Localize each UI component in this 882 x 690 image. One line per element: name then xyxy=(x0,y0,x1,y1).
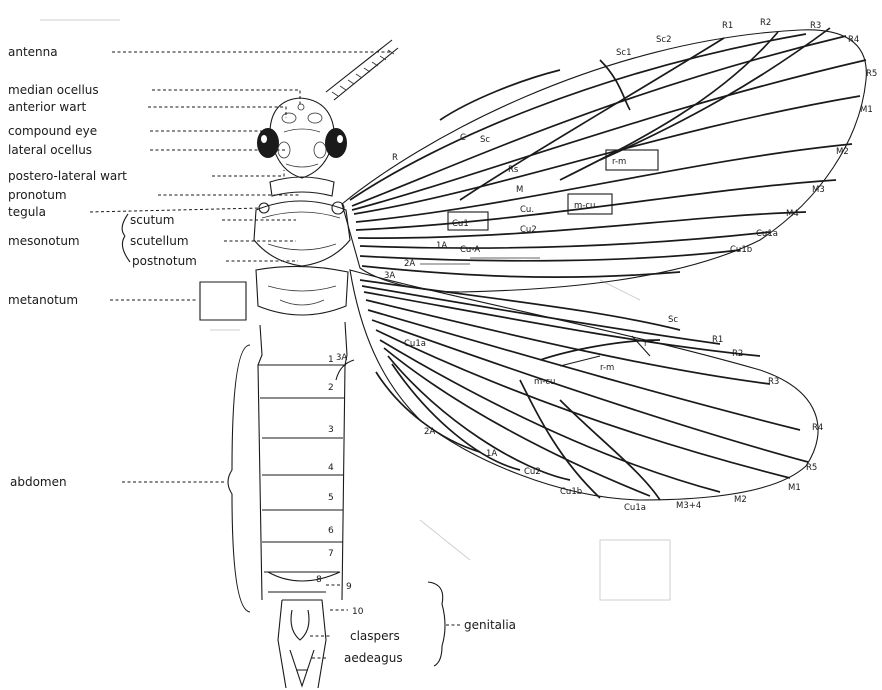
vein-label: R3 xyxy=(810,21,821,31)
vein-label: 1A xyxy=(486,449,497,459)
vein-label: M3+4 xyxy=(676,501,701,511)
vein-label: R2 xyxy=(760,18,771,28)
segment-number: 2 xyxy=(328,383,334,393)
segment-number: 7 xyxy=(328,549,334,559)
vein-label: Cu2 xyxy=(524,467,541,477)
vein-label: Cu1b xyxy=(730,245,752,255)
label-segment-9: 9 xyxy=(346,582,352,592)
forewing xyxy=(342,28,866,292)
vein-label: m-cu xyxy=(574,201,595,211)
segment-number: 5 xyxy=(328,493,334,503)
compound-eye-right xyxy=(325,128,347,158)
vein-label: Cu1 xyxy=(452,219,469,229)
vein-label: R1 xyxy=(722,21,733,31)
vein-label: M4 xyxy=(786,209,799,219)
vein-label: Cu2 xyxy=(520,225,537,235)
label-postero-lateral-wart: postero-lateral wart xyxy=(8,169,127,183)
vein-label: M1 xyxy=(788,483,801,493)
vein-label: 2A xyxy=(404,259,415,269)
segment-number: 1 xyxy=(328,355,334,365)
forewing-outline xyxy=(342,30,866,292)
label-tegula: tegula xyxy=(8,205,46,219)
vein-label: R3 xyxy=(768,377,779,387)
segment-number: 3 xyxy=(328,425,334,435)
compound-eye-left xyxy=(257,128,279,158)
label-antenna: antenna xyxy=(8,45,58,59)
vein-label: M2 xyxy=(836,147,849,157)
vein-label: M xyxy=(516,185,523,195)
vein-label: R2 xyxy=(732,349,743,359)
segment-number: 4 xyxy=(328,463,334,473)
vein-label: 3A xyxy=(336,353,347,363)
label-scutum: scutum xyxy=(130,213,174,227)
vein-label: r-m xyxy=(600,363,614,373)
label-aedeagus: aedeagus xyxy=(344,651,403,665)
vein-label: 2A xyxy=(424,427,435,437)
vein-label: 1A xyxy=(436,241,447,251)
vein-label: Sc2 xyxy=(656,35,671,45)
insect-body xyxy=(254,40,398,688)
vein-label: Cu-A xyxy=(460,245,480,255)
label-genitalia: genitalia xyxy=(464,618,516,632)
segment-number: 6 xyxy=(328,526,334,536)
label-median-ocellus: median ocellus xyxy=(8,83,99,97)
vein-label: r xyxy=(644,339,648,349)
hindwing-outline xyxy=(350,270,818,500)
vein-label: R5 xyxy=(806,463,817,473)
vein-label: Cu1a xyxy=(756,229,778,239)
label-lateral-ocellus: lateral ocellus xyxy=(8,143,92,157)
label-postnotum: postnotum xyxy=(132,254,197,268)
vein-label: Sc1 xyxy=(616,48,631,58)
segment-numbers: 1 2 3 4 5 6 7 8 xyxy=(316,355,334,585)
vein-label: Cu1a xyxy=(624,503,646,513)
vein-label: Cu1a xyxy=(404,339,426,349)
hindwing xyxy=(336,270,818,500)
antenna-shape xyxy=(326,40,398,100)
vein-label: Sc xyxy=(480,135,490,145)
vein-label: R4 xyxy=(812,423,823,433)
vein-label: M2 xyxy=(734,495,747,505)
vein-label: Rs xyxy=(508,165,519,175)
vein-label: R xyxy=(392,153,398,163)
label-anterior-wart: anterior wart xyxy=(8,100,87,114)
vein-label: 3A xyxy=(384,271,395,281)
vein-label: r-m xyxy=(612,157,626,167)
label-mesonotum: mesonotum xyxy=(8,234,80,248)
label-metanotum: metanotum xyxy=(8,293,78,307)
vein-label: Cu. xyxy=(520,205,534,215)
label-claspers: claspers xyxy=(350,629,400,643)
vein-label: R4 xyxy=(848,35,859,45)
vein-label: Sc xyxy=(668,315,678,325)
vein-label: R1 xyxy=(712,335,723,345)
pronotum-shape xyxy=(270,177,334,196)
vein-label: R5 xyxy=(866,69,877,79)
label-scutellum: scutellum xyxy=(130,234,189,248)
segment-number: 8 xyxy=(316,575,322,585)
genitalia-shape xyxy=(278,600,326,688)
label-compound-eye: compound eye xyxy=(8,124,97,138)
label-abdomen: abdomen xyxy=(10,475,67,489)
label-pronotum: pronotum xyxy=(8,188,67,202)
vein-label: m-cu xyxy=(534,377,555,387)
vein-label: M3 xyxy=(812,185,825,195)
label-segment-10: 10 xyxy=(352,607,364,617)
vein-label: Cu1b xyxy=(560,487,582,497)
vein-label: C xyxy=(460,133,466,143)
vein-label: M1 xyxy=(860,105,873,115)
